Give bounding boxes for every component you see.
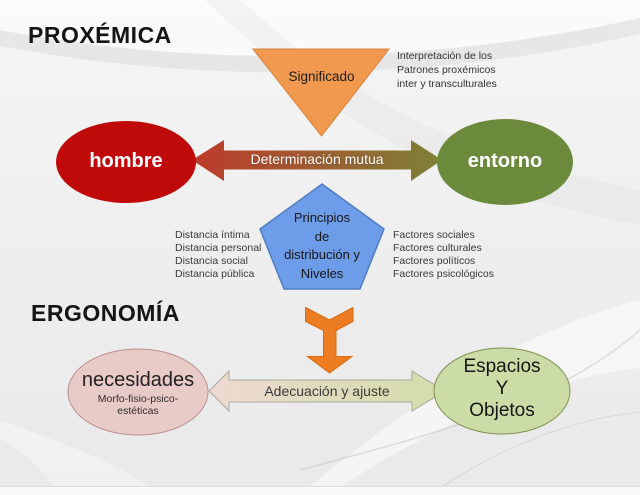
list-item: Factores sociales: [393, 229, 475, 241]
pentagon-label: Principios de distribución y Niveles: [252, 209, 392, 283]
principios-pentagon: [260, 184, 384, 289]
necesidades-main-text: necesidades: [81, 369, 195, 391]
down-arrow: [305, 307, 353, 373]
espacios-ellipse: [434, 348, 570, 434]
espacios-line: Espacios: [463, 356, 541, 377]
significado-label: Significado: [288, 69, 355, 84]
swirl-line-2: [429, 411, 640, 495]
necesidades-label: necesidades Morfo-fisio-psico- estéticas: [68, 369, 208, 417]
significado-triangle: [253, 49, 389, 136]
bottom-strip: [0, 486, 640, 495]
necesidades-sub-text: Morfo-fisio-psico- estéticas: [68, 393, 208, 417]
annotation-line: Interpretación de los: [397, 50, 493, 62]
determinacion-label: Determinación mutua: [250, 151, 384, 167]
list-item: Distancia personal: [175, 242, 262, 254]
pentagon-line: distribución y: [284, 247, 360, 262]
necesidades-ellipse-border: [67, 348, 209, 436]
espacios-line: Y: [495, 378, 509, 399]
entorno-label: entorno: [467, 150, 543, 172]
annotation-line: inter y transculturales: [397, 78, 497, 90]
necesidades-ellipse: [68, 349, 208, 435]
annotation-line: Patrones proxémicos: [397, 64, 496, 76]
list-item: Distancia social: [175, 255, 248, 267]
distance-list: Distancia íntima Distancia personal Dist…: [175, 229, 261, 281]
espacios-line: Objetos: [469, 400, 535, 421]
list-item: Factores políticos: [393, 255, 476, 267]
espacios-ellipse-border: [433, 347, 571, 435]
list-item: Factores psicológicos: [393, 268, 494, 280]
hombre-label: hombre: [89, 150, 163, 172]
ergonomics-title: ERGONOMÍA: [31, 300, 180, 326]
swirl-top-curve: [0, 18, 640, 73]
factors-list: Factores sociales Factores culturales Fa…: [393, 229, 494, 281]
list-item: Distancia íntima: [175, 229, 250, 241]
significado-triangle-border: [251, 48, 391, 137]
espacios-label: Espacios Y Objetos: [434, 356, 570, 422]
adecuacion-label: Adecuación y ajuste: [264, 383, 390, 399]
interpretation-annotation: Interpretación de los Patrones proxémico…: [397, 49, 497, 91]
sub-line: Morfo-fisio-psico-: [97, 393, 179, 405]
list-item: Distancia pública: [175, 268, 255, 280]
sub-line: estéticas: [117, 405, 159, 417]
swirl-bottom-left: [0, 420, 160, 495]
proxemics-title: PROXÉMICA: [28, 22, 172, 48]
principios-pentagon-border: [259, 183, 385, 290]
pentagon-line: Niveles: [300, 265, 344, 281]
hombre-ellipse: [56, 121, 196, 203]
determinacion-arrow: [192, 140, 442, 181]
pentagon-line: de: [314, 228, 330, 244]
entorno-ellipse: [437, 119, 573, 205]
list-item: Factores culturales: [393, 242, 482, 254]
down-arrow-border: [305, 306, 354, 374]
pentagon-line: Principios: [293, 210, 351, 225]
swirl-top-band: [0, 0, 640, 57]
